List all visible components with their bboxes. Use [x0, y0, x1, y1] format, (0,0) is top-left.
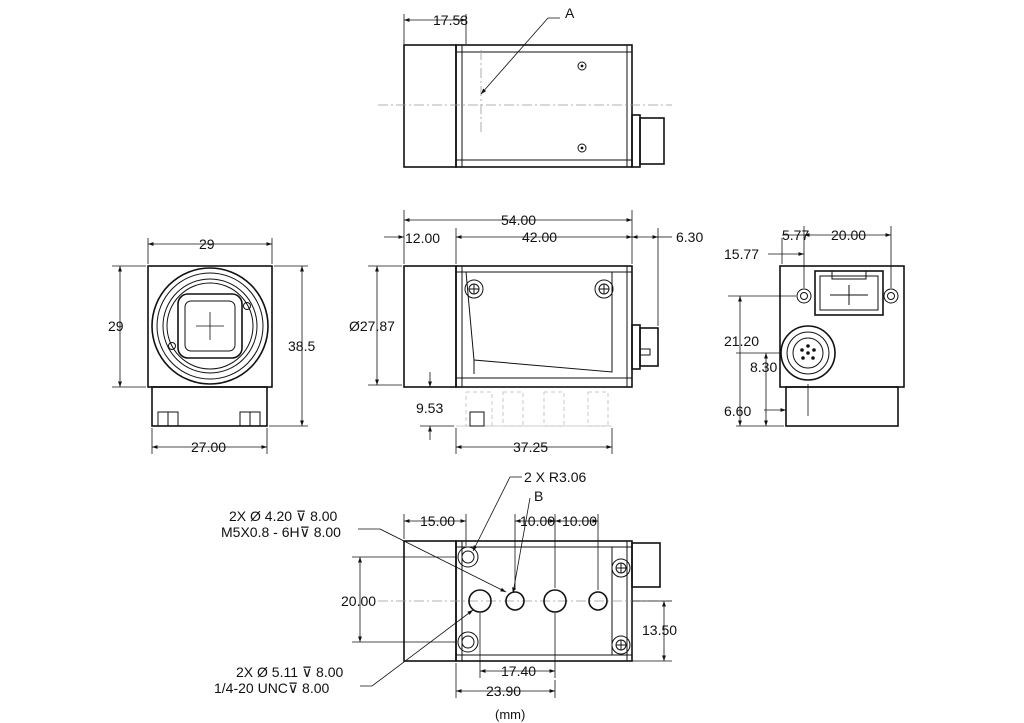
dim-13-50: 13.50	[642, 622, 677, 638]
dim-6-60: 6.60	[724, 403, 751, 419]
rear-view	[728, 226, 905, 427]
dim-27: 27.00	[191, 439, 226, 455]
note-hole2-line2: 1/4-20 UNC⊽ 8.00	[214, 680, 330, 696]
dim-10-second: 10.00	[562, 513, 597, 529]
side-view	[368, 210, 672, 454]
dim-10-first: 10.00	[520, 513, 555, 529]
dim-17-40: 17.40	[501, 663, 536, 679]
dim-20-bottom: 20.00	[341, 593, 376, 609]
dim-42: 42.00	[522, 229, 557, 245]
dim-23-90: 23.90	[486, 683, 521, 699]
dim-29-width: 29	[199, 236, 215, 252]
note-hole2-line1: 2X Ø 5.11 ⊽ 8.00	[236, 664, 343, 680]
dim-17-53: 17.53	[433, 12, 468, 28]
dim-9-53: 9.53	[416, 400, 443, 416]
dim-15-77: 15.77	[724, 246, 759, 262]
dim-15-bottom: 15.00	[420, 513, 455, 529]
unit-label: (mm)	[495, 707, 525, 722]
label-b: B	[534, 488, 543, 504]
note-hole1-line2: M5X0.8 - 6H⊽ 8.00	[221, 524, 341, 540]
dim-20-rear: 20.00	[831, 227, 866, 243]
note-2x-r3-06: 2 X R3.06	[524, 469, 586, 485]
dim-37-25: 37.25	[513, 439, 548, 455]
top-view	[378, 14, 672, 168]
dim-diameter: Ø27.87	[349, 318, 395, 334]
dim-29-height: 29	[108, 318, 124, 334]
dim-5-77: 5.77	[782, 227, 809, 243]
dim-12: 12.00	[405, 230, 440, 246]
bottom-view	[352, 476, 672, 698]
dim-6-30: 6.30	[676, 229, 703, 245]
dim-8-30: 8.30	[750, 359, 777, 375]
dim-54: 54.00	[501, 212, 536, 228]
front-view	[112, 238, 308, 454]
note-hole1-line1: 2X Ø 4.20 ⊽ 8.00	[229, 508, 338, 524]
dim-21-20: 21.20	[724, 333, 759, 349]
dimension-labels: 17.53 A 54.00 42.00 12.00 6.30 Ø27.87 9.…	[108, 5, 866, 722]
dim-38-5: 38.5	[288, 338, 315, 354]
label-a: A	[565, 5, 575, 21]
